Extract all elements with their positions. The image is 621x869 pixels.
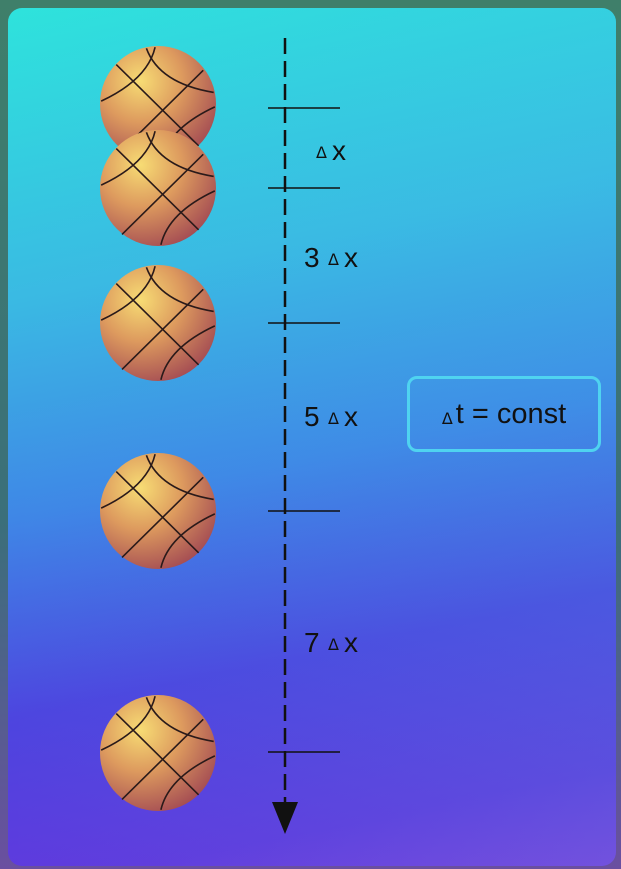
diagram-card xyxy=(8,8,616,866)
interval-label-4: 7 Δ x xyxy=(304,627,358,658)
delta-symbol: Δ xyxy=(316,143,327,162)
basketball-icon xyxy=(100,130,216,246)
delta-symbol: Δ xyxy=(328,635,339,654)
delta-symbol: Δ xyxy=(441,408,453,428)
delta-symbol: Δ xyxy=(328,409,339,428)
basketball-icon xyxy=(100,46,216,162)
arrow-down-icon xyxy=(272,802,298,834)
delta-symbol: Δ xyxy=(328,250,339,269)
basketball-icon xyxy=(100,265,216,381)
interval-var: x xyxy=(332,135,346,166)
constant-text: t = const xyxy=(455,397,567,430)
interval-label-1: Δ x xyxy=(316,135,346,166)
interval-coef: 3 xyxy=(304,242,320,273)
balls-group xyxy=(100,46,216,811)
tick-marks xyxy=(268,107,340,753)
interval-var: x xyxy=(344,401,358,432)
constant-time-box: Δ t = const xyxy=(407,376,601,452)
interval-coef: 7 xyxy=(304,627,320,658)
interval-var: x xyxy=(344,627,358,658)
interval-var: x xyxy=(344,242,358,273)
interval-label-2: 3 Δ x xyxy=(304,242,358,273)
basketball-icon xyxy=(100,453,216,569)
interval-coef: 5 xyxy=(304,401,320,432)
basketball-icon xyxy=(100,695,216,811)
interval-label-3: 5 Δ x xyxy=(304,401,358,432)
